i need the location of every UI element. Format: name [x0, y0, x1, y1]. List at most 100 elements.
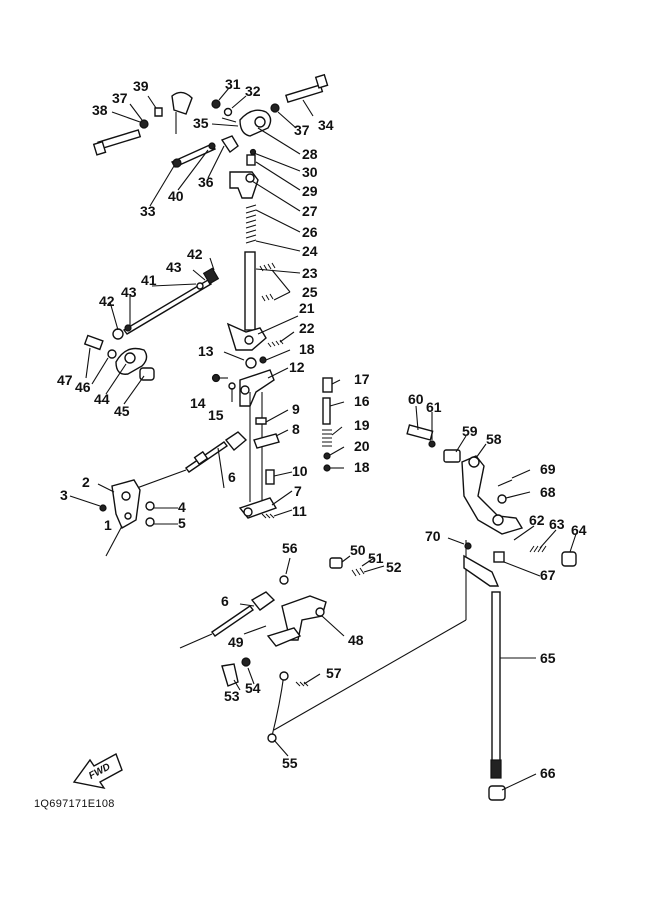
- nut-31: [211, 99, 221, 109]
- callout-17: 17: [354, 371, 370, 387]
- callout-23: 23: [302, 265, 318, 281]
- callout-58: 58: [486, 431, 502, 447]
- link-rod-55: [271, 673, 285, 737]
- spring-19: [322, 429, 332, 447]
- callout-36: 36: [198, 174, 214, 190]
- callout-9: 9: [292, 401, 300, 417]
- callout-10: 10: [292, 463, 308, 479]
- callout-19: 19: [354, 417, 370, 433]
- callout-25: 25: [302, 284, 318, 300]
- spring-25-lower: [261, 293, 274, 302]
- callout-37-left: 37: [112, 90, 128, 106]
- callout-2: 2: [82, 474, 90, 490]
- nut-20: [323, 452, 331, 460]
- collar-13: [245, 357, 257, 369]
- callout-31: 31: [225, 76, 241, 92]
- nut-18-lower: [323, 464, 331, 472]
- callout-41: 41: [141, 272, 157, 288]
- lever-58: [461, 455, 524, 535]
- nut-37-right: [270, 103, 280, 113]
- callout-43-left: 43: [121, 284, 137, 300]
- callout-6-upper: 6: [228, 469, 236, 485]
- callout-6-lower: 6: [221, 593, 229, 609]
- callout-33: 33: [140, 203, 156, 219]
- shaft-41: [112, 267, 220, 340]
- bracket-1: [111, 479, 141, 529]
- callout-66: 66: [540, 765, 556, 781]
- screw-9: [255, 417, 267, 425]
- callout-59: 59: [462, 423, 478, 439]
- callout-54: 54: [245, 680, 261, 696]
- pin-17: [322, 377, 333, 393]
- washer-32: [223, 107, 233, 117]
- bolt-38: [92, 129, 142, 156]
- callout-50: 50: [350, 542, 366, 558]
- pin-16: [322, 397, 331, 425]
- collar-59: [443, 449, 461, 463]
- callout-61: 61: [426, 399, 442, 415]
- pin-10: [265, 469, 275, 485]
- pin-69: [497, 479, 513, 487]
- shift-rod-65: [491, 591, 501, 767]
- rod-end-65: [490, 759, 502, 779]
- washer-5: [145, 517, 155, 527]
- link-27: [229, 171, 259, 199]
- callout-labels: 1 2 3 4 5 6 6 7 8 9 10 11 12 13 14 15 16…: [57, 76, 587, 781]
- callout-22: 22: [299, 320, 315, 336]
- spring-11: [261, 513, 275, 519]
- nut-18-upper: [259, 356, 267, 364]
- spring-51: [351, 567, 365, 577]
- washer-68: [497, 494, 507, 504]
- callout-5: 5: [178, 515, 186, 531]
- callout-27: 27: [302, 203, 318, 219]
- callout-37-right: 37: [294, 122, 310, 138]
- washer-46: [107, 349, 117, 359]
- callout-28: 28: [302, 146, 318, 162]
- link-8: [253, 433, 280, 449]
- bolt-47: [83, 334, 104, 351]
- callout-29: 29: [302, 183, 318, 199]
- callout-47: 47: [57, 372, 73, 388]
- callout-35: 35: [193, 115, 209, 131]
- reference-code: 1Q697171E108: [34, 798, 115, 810]
- callout-30: 30: [302, 164, 318, 180]
- lever-7: [238, 497, 278, 519]
- callout-26: 26: [302, 224, 318, 240]
- bushing-67: [493, 551, 505, 563]
- leader-lines: [69, 87, 577, 791]
- callout-34: 34: [318, 117, 334, 133]
- cable-joint-6-lower: [179, 591, 276, 649]
- washer-61: [428, 440, 436, 448]
- spring-25-upper: [259, 262, 276, 272]
- callout-18-upper: 18: [299, 341, 315, 357]
- callout-65: 65: [540, 650, 556, 666]
- callout-45: 45: [114, 403, 130, 419]
- nut-54: [241, 657, 251, 667]
- spring-22: [267, 339, 284, 348]
- lever-48: [266, 595, 327, 647]
- bushing-29: [246, 154, 256, 166]
- lever-35-28: [221, 109, 272, 137]
- callout-64: 64: [571, 522, 587, 538]
- bracket-36: [220, 135, 239, 154]
- lever-21: [226, 322, 267, 351]
- callout-60: 60: [408, 391, 424, 407]
- callout-44: 44: [94, 391, 110, 407]
- callout-48: 48: [348, 632, 364, 648]
- callout-24: 24: [302, 243, 318, 259]
- callout-39: 39: [133, 78, 149, 94]
- arm-70: [463, 542, 500, 587]
- callout-14: 14: [190, 395, 206, 411]
- callout-69: 69: [540, 461, 556, 477]
- callout-11: 11: [292, 503, 307, 519]
- callout-49: 49: [228, 634, 244, 650]
- callout-8: 8: [292, 421, 300, 437]
- callout-63: 63: [549, 516, 565, 532]
- callout-42-top: 42: [187, 246, 203, 262]
- callout-40: 40: [168, 188, 184, 204]
- screw-3: [99, 504, 107, 512]
- callout-52: 52: [386, 559, 402, 575]
- callout-3: 3: [60, 487, 68, 503]
- callout-38: 38: [92, 102, 108, 118]
